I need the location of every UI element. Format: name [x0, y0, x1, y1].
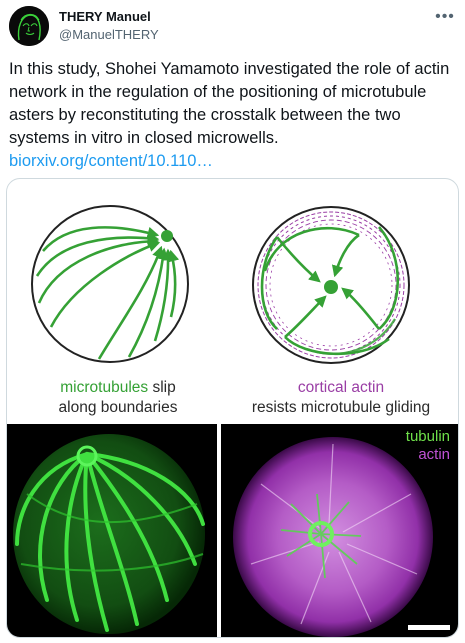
- actin-tubulin-micrograph: tubulin actin: [221, 424, 458, 637]
- cortical-actin-word: cortical actin: [297, 379, 385, 396]
- tweet-link[interactable]: biorxiv.org/content/10.110…: [9, 152, 213, 170]
- author-name[interactable]: THERY Manuel: [59, 9, 151, 24]
- tweet-text: In this study, Shohei Yamamoto investiga…: [9, 58, 461, 173]
- left-caption: microtubules slip along boundaries: [13, 378, 223, 418]
- right-caption: cortical actin resists microtubule glidi…: [223, 378, 458, 418]
- author-handle[interactable]: @ManuelTHERY: [59, 27, 159, 42]
- slip-circle: [31, 205, 189, 363]
- right-aster-center: [324, 280, 338, 294]
- tweet-body: In this study, Shohei Yamamoto investiga…: [9, 60, 450, 147]
- tweet-header: THERY Manuel @ManuelTHERY •••: [9, 6, 456, 46]
- tweet-media[interactable]: microtubules slip along boundaries corti…: [6, 178, 459, 638]
- slip-word: slip: [148, 379, 176, 396]
- right-caption-line2: resists microtubule gliding: [251, 399, 431, 416]
- avatar[interactable]: [9, 6, 49, 46]
- left-caption-line2: along boundaries: [58, 399, 178, 416]
- schematic-diagram: [31, 205, 410, 364]
- more-horizontal-icon[interactable]: •••: [435, 8, 455, 25]
- left-aster-center: [161, 230, 173, 242]
- microtubules-word: microtubules: [60, 379, 149, 396]
- scale-bar: [408, 625, 450, 630]
- cortex-circle: [252, 206, 410, 364]
- microtubule-micrograph: [7, 424, 217, 637]
- tubulin-label: tubulin: [405, 428, 450, 445]
- actin-label: actin: [418, 446, 450, 463]
